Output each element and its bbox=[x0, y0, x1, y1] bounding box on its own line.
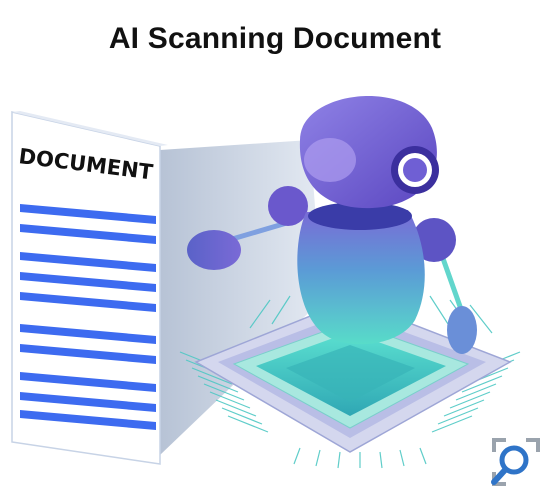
document-text-lines bbox=[20, 204, 156, 430]
processor-chip-icon bbox=[179, 295, 521, 469]
document-icon: DOCUMENT bbox=[11, 111, 168, 465]
scan-search-logo-icon bbox=[491, 438, 540, 486]
robot-icon bbox=[187, 95, 477, 354]
page-title: AI Scanning Document bbox=[108, 22, 442, 55]
